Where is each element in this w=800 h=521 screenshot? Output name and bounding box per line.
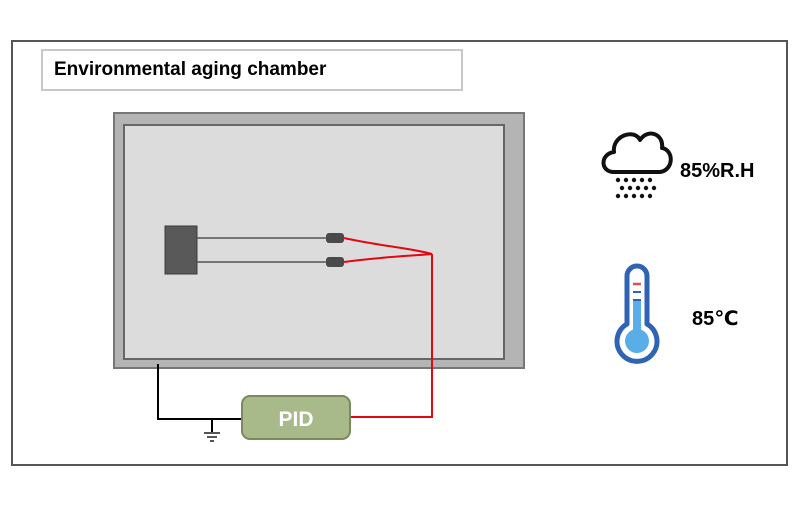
- sample-block: [164, 225, 198, 275]
- aging-chamber: [113, 112, 525, 369]
- ground-wiring: [157, 364, 242, 432]
- sample-module: [164, 225, 344, 275]
- pid-label: PID: [278, 408, 313, 431]
- pid-controller: PID: [241, 395, 351, 440]
- cloud-rain-icon: [601, 131, 673, 199]
- thermometer-icon: [614, 263, 660, 364]
- title-box: Environmental aging chamber: [41, 49, 463, 91]
- connector-bottom: [326, 257, 344, 267]
- signal-wire-top: [343, 237, 433, 255]
- signal-wire-bottom: [343, 253, 433, 263]
- pid-box: [241, 395, 351, 440]
- signal-wire-to-pid: [350, 254, 433, 418]
- signal-wiring: [343, 237, 433, 418]
- temperature-value: 85℃: [692, 308, 739, 330]
- humidity-value: 85%R.H: [680, 160, 755, 182]
- connector-top: [326, 233, 344, 243]
- diagram-title: Environmental aging chamber: [54, 59, 327, 80]
- ground-symbol-icon: [204, 432, 220, 442]
- ground-wire: [157, 364, 242, 420]
